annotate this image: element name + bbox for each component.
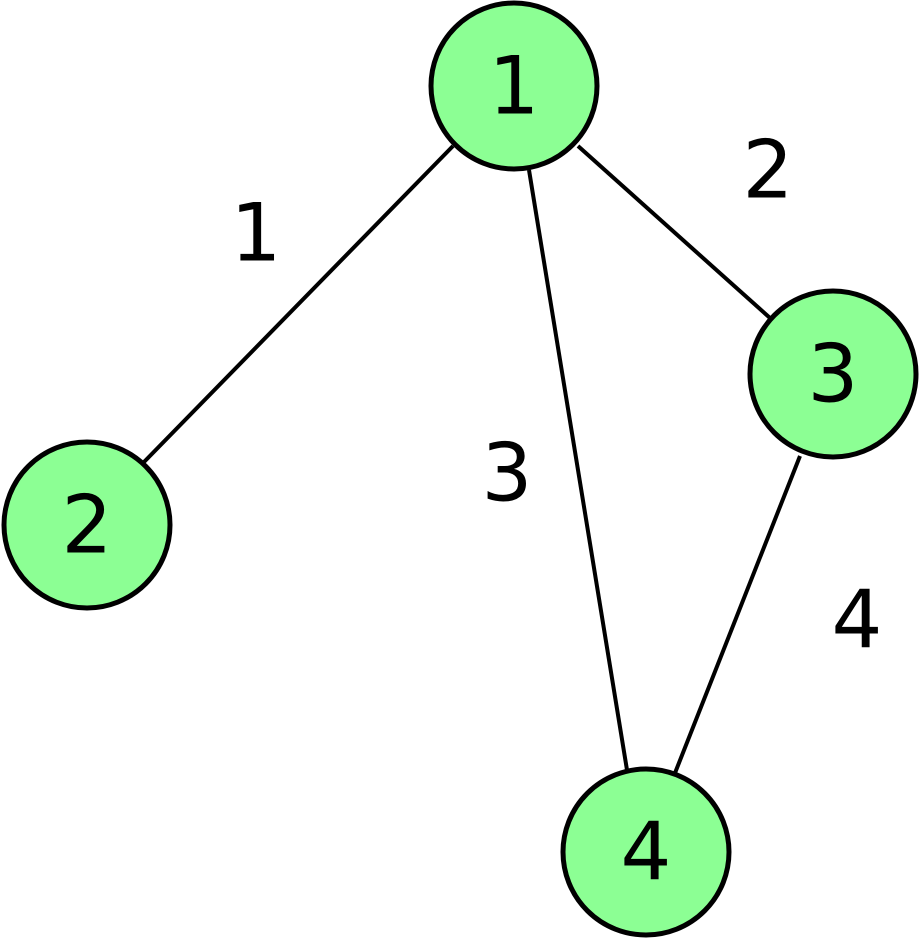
node-3-circle — [747, 288, 919, 460]
edge-1-4 — [527, 169, 629, 771]
edge-weight-1-4: 3 — [482, 427, 533, 520]
edge-1-3 — [576, 144, 772, 320]
node-4-label: 4 — [621, 806, 672, 899]
edge-weight-1-2: 1 — [231, 187, 282, 280]
edge-1-2 — [142, 144, 455, 464]
edge-3-4 — [673, 455, 802, 774]
node-1-label: 1 — [489, 40, 540, 133]
node-2-label: 2 — [62, 479, 113, 572]
node-2-circle — [1, 439, 173, 611]
node-4: 4 — [560, 766, 732, 938]
node-1: 1 — [428, 0, 600, 172]
node-2: 2 — [1, 439, 173, 611]
node-1-circle — [428, 0, 600, 172]
edge-weight-1-3: 2 — [743, 124, 794, 217]
node-3-label: 3 — [808, 328, 859, 421]
node-3: 3 — [747, 288, 919, 460]
node-4-circle — [560, 766, 732, 938]
edge-weight-3-4: 4 — [832, 574, 883, 667]
